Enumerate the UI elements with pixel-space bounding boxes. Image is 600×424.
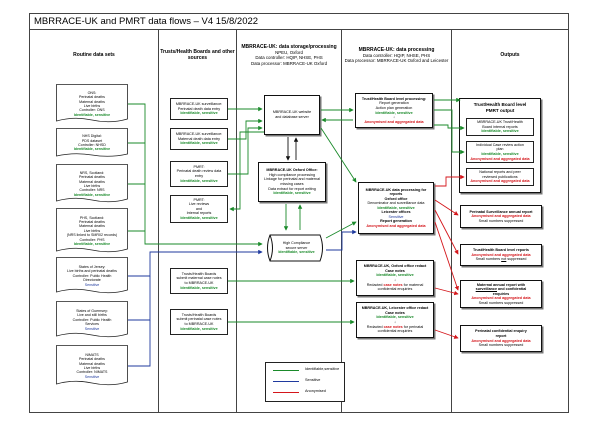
leicester-office-redact: MBRRACE-UK, Leicester office redact Case… [356,302,434,338]
legend-sensitive-line [273,381,299,382]
dataset-states-of-jersey: States of Jersey:Live births and perinat… [56,257,128,295]
legend-anonymised-label: Anonymised [305,389,326,393]
arrow-icon [434,109,465,155]
column-heading-outputs: Outputs [500,52,520,58]
arrow-icon [320,127,357,183]
reports-data-processing: MBRRACE-UK data processing for reports O… [358,182,434,234]
legend-identifiable-label: Identifiable,sensitive [305,367,340,371]
legend-sensitive-label: Sensitive [305,378,321,382]
arrow-icon [228,118,263,140]
arrow-icon [434,199,459,216]
source-perinatal-surveillance: MBRRACE-UK surveillance:Perinatal death … [170,98,228,120]
arrow-icon [228,125,263,175]
arrow-icon [229,131,264,212]
arrow-down-icon: ↓ [394,320,396,324]
arrow-icon [128,249,263,277]
legend [265,362,345,402]
arrow-icon [435,174,465,187]
diagram-frame [29,13,569,413]
oxford-office-redact: MBRRACE-UK, Oxford office redact Case no… [356,260,434,296]
column-heading-sources: Trusts/Health Boards and other sources [160,49,235,61]
arrow-icon [434,124,465,131]
column-divider [451,29,452,413]
arrow-down-icon: ↓ [394,278,396,282]
arrow-icon [326,229,357,251]
arrow-icon [128,320,151,367]
page-title: MBRRACE-UK and PMRT data flows – V4 15/8… [34,16,259,27]
arrow-icon [434,287,459,296]
arrow-icon [434,221,459,291]
trust-level-processing: Trust/Health Board level processing: Rep… [355,93,433,128]
legend-anonymised-line [273,392,299,393]
arrow-icon [434,329,459,339]
arrow-icon [128,276,151,321]
column-divider [158,29,159,413]
column-divider [341,29,342,413]
output-maternal-annual-report: Maternal annual report with surveillance… [460,280,542,308]
legend-identifiable-line [273,370,299,371]
source-maternal-surveillance: MBRRACE-UK surveillance:Maternal death d… [170,128,228,150]
arrow-icon [325,221,357,239]
column-heading-routine: Routine data sets [73,52,115,58]
arrow-icon [434,209,459,255]
column-divider [236,29,237,413]
arrow-down-icon: ↓ [393,115,395,120]
title-divider [29,29,569,30]
dataset-states-of-guernsey: States of Guernsey:Live and still births… [56,301,128,339]
oxford-office-processing: MBRRACE-UK Oxford Office: High complianc… [258,162,326,202]
